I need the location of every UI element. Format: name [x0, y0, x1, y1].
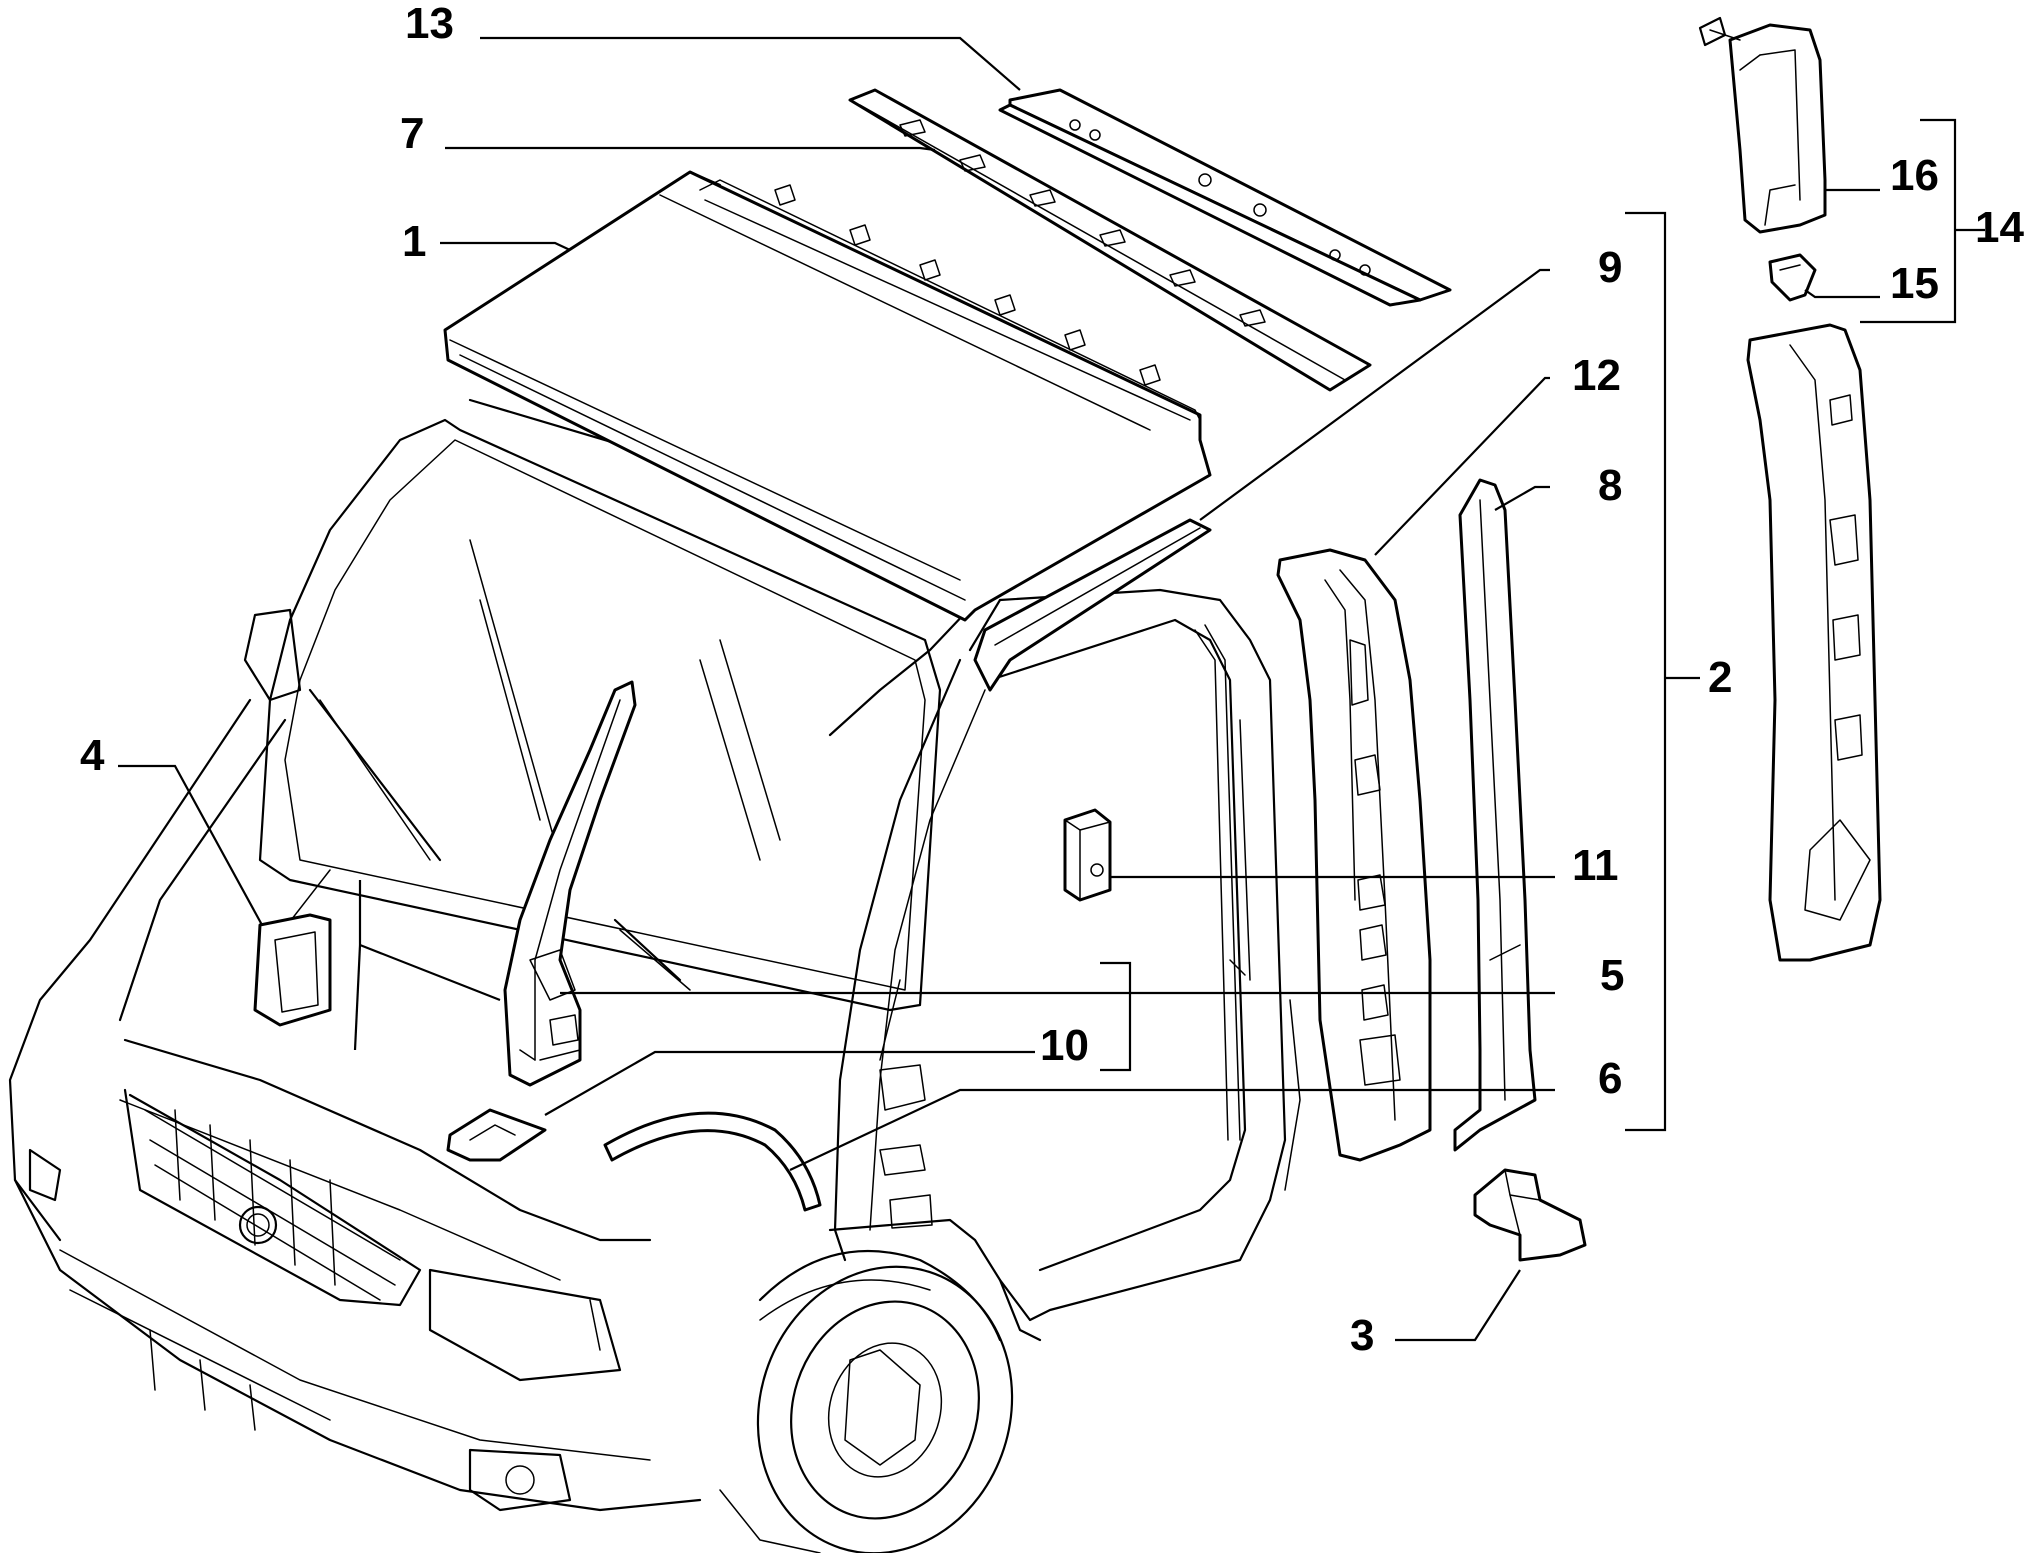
leader-3	[1395, 1269, 1521, 1342]
leader-13	[480, 36, 1021, 91]
callout-13: 13	[405, 0, 454, 48]
leader-15	[1804, 289, 1880, 299]
sill-corner-piece	[1473, 1168, 1587, 1262]
leader-8	[1494, 485, 1550, 511]
b-pillar-inner	[1453, 478, 1537, 1152]
callout-11: 11	[1572, 841, 1619, 890]
c-pillar-upper	[1698, 16, 1827, 234]
a-pillar-inner	[503, 680, 637, 1087]
callout-10: 10	[1040, 1021, 1089, 1070]
callout-3: 3	[1350, 1311, 1374, 1360]
callout-14: 14	[1975, 203, 2024, 252]
c-pillar-lower	[1746, 323, 1882, 962]
roof-panel	[443, 170, 1212, 622]
callout-9: 9	[1598, 243, 1622, 292]
roof-strip	[848, 88, 1372, 392]
bracket-2	[1625, 211, 1667, 1132]
leader-5b	[359, 943, 501, 1002]
callout-12: 12	[1572, 351, 1621, 400]
leader-1	[440, 241, 571, 251]
box-bracket	[1063, 808, 1112, 902]
callout-1: 1	[402, 217, 426, 266]
small-clip	[1768, 253, 1817, 302]
leader-12	[1374, 376, 1550, 556]
leader-4	[118, 764, 263, 926]
callout-16: 16	[1890, 151, 1939, 200]
bracket-14	[1860, 118, 1957, 324]
callout-6: 6	[1598, 1054, 1622, 1103]
bracket-10	[1100, 961, 1132, 1072]
roof-side-rail	[973, 518, 1212, 692]
leader-10	[544, 1050, 1035, 1116]
callout-5: 5	[1600, 951, 1624, 1000]
van-body	[8, 398, 1301, 1553]
roof-cross-member	[998, 88, 1452, 307]
vent-grille	[253, 913, 332, 1027]
roof-flange-slots	[774, 184, 1161, 386]
b-pillar-outer	[1276, 548, 1432, 1162]
callout-labels: 13 7 1 9 12 8 2 4 11 5 10 6 3 16 15 14	[80, 0, 2024, 1360]
small-bracket	[446, 1108, 547, 1162]
leader-9	[1199, 268, 1550, 521]
leader-5d	[353, 944, 362, 1051]
leader-6	[789, 1088, 1555, 1171]
callout-15: 15	[1890, 259, 1939, 308]
callout-4: 4	[80, 731, 105, 780]
callout-7: 7	[400, 109, 424, 158]
callout-8: 8	[1598, 461, 1622, 510]
leader-7	[445, 146, 936, 152]
callout-2: 2	[1708, 653, 1732, 702]
leader-lines	[118, 36, 1985, 1342]
wheel-arch-trim	[603, 1111, 822, 1212]
